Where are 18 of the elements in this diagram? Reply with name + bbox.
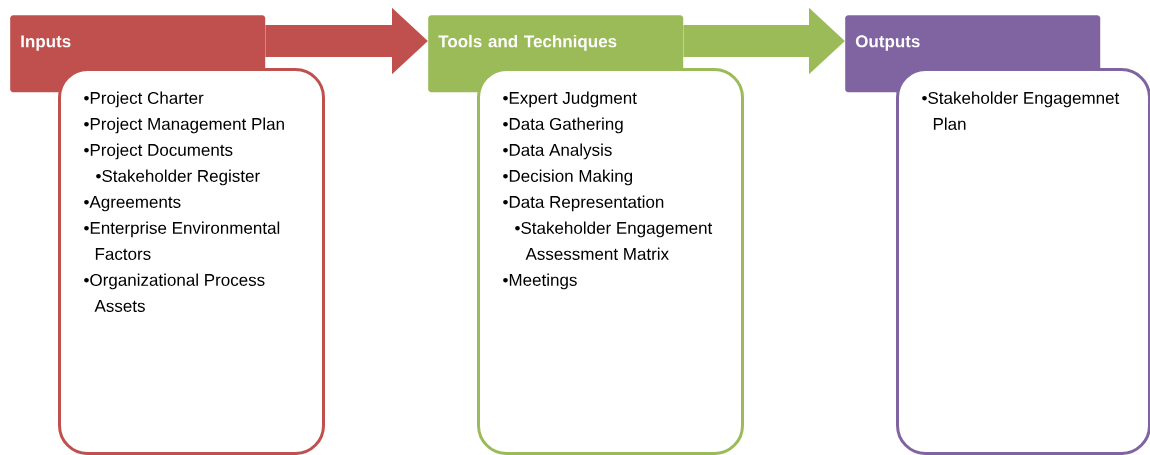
list-item: •Project Charter (84, 91, 204, 108)
list-item: •Data Representation (503, 195, 664, 212)
list-box (58, 68, 325, 455)
list-item: •Enterprise Environmental Factors (84, 221, 280, 260)
list-box (477, 68, 744, 455)
list-item: •Expert Judgment (503, 91, 637, 108)
list-item: •Organizational Process Assets (84, 273, 265, 312)
list-box (896, 68, 1150, 455)
list-item: •Data Gathering (503, 117, 623, 134)
list-item: •Project Documents (84, 143, 233, 160)
list-item: •Meetings (503, 273, 577, 290)
list-item: •Stakeholder Register (96, 169, 260, 186)
list-item: •Project Management Plan (84, 117, 284, 134)
list-item: •Agreements (84, 196, 181, 212)
list-item: •Decision Making (503, 169, 633, 186)
list-item: •Stakeholder Engagement Assessment Matrix (515, 221, 713, 260)
list-item: •Stakeholder Engagemnet Plan (922, 91, 1120, 130)
list-item: •Data Analysis (503, 143, 612, 160)
